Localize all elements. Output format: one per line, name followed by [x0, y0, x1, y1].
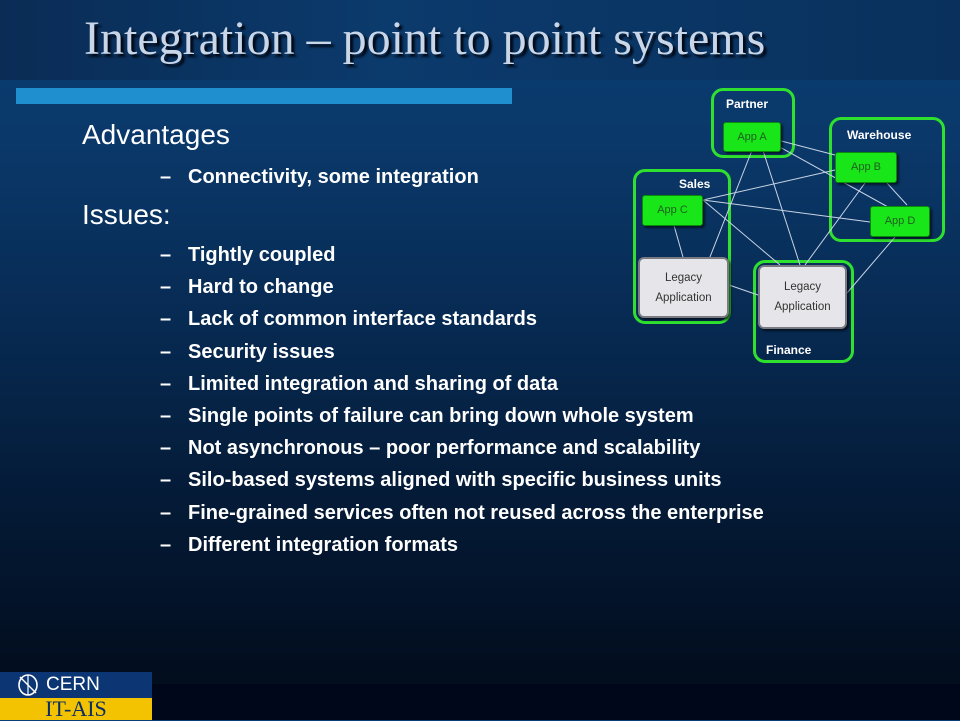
group-label-partner: Partner: [726, 97, 769, 111]
legacy-line-1: Legacy: [783, 281, 822, 293]
issue-item: –Fine-grained services often not reused …: [160, 498, 764, 530]
connector-c-legacy-finance: [702, 199, 781, 266]
legacy-application-finance: Legacy Application: [758, 265, 847, 329]
issue-text: Security issues: [188, 340, 335, 363]
title-band: [0, 0, 960, 80]
legacy-application-sales: Legacy Application: [638, 257, 729, 318]
bullet-dash: –: [160, 166, 172, 188]
app-c-box: App C: [642, 195, 703, 226]
issue-text: Different integration formats: [188, 533, 459, 556]
issue-text: Hard to change: [188, 276, 334, 299]
issue-item: –Tightly coupled: [160, 240, 764, 272]
issues-heading: Issues:: [82, 199, 171, 230]
bullet-dash: –: [160, 308, 172, 331]
issue-text: Fine-grained services often not reused a…: [188, 501, 764, 524]
legacy-line-1: Legacy: [664, 271, 703, 284]
connector-c-d: [702, 199, 871, 223]
advantages-heading: Advantages: [82, 119, 230, 150]
legacy-line-2: Application: [655, 291, 712, 304]
group-label-finance: Finance: [766, 343, 812, 357]
issue-item: –Silo-based systems aligned with specifi…: [160, 465, 764, 497]
bullet-dash: –: [160, 469, 172, 492]
issue-item: –Limited integration and sharing of data: [160, 369, 764, 401]
title-rule: [16, 88, 512, 104]
issue-text: Tightly coupled: [188, 244, 336, 266]
issue-text: Lack of common interface standards: [188, 308, 537, 331]
group-label-warehouse: Warehouse: [847, 128, 912, 142]
bullet-dash: –: [160, 437, 172, 460]
issue-text: Single points of failure can bring down …: [188, 404, 694, 427]
issue-item: –Different integration formats: [160, 530, 764, 562]
connector-b-legacy-finance: [804, 182, 866, 266]
connector-b-d: [886, 182, 908, 206]
cern-logo-icon: [18, 674, 38, 696]
connector-d-legacy-finance: [846, 236, 896, 294]
bullet-dash: –: [160, 372, 172, 395]
connector-legacy-sales-legacy-finance: [728, 284, 759, 296]
bullet-dash: –: [160, 404, 172, 427]
slide-title: Integration – point to point systems: [84, 12, 766, 65]
group-sales: [633, 169, 731, 324]
issue-item: –Hard to change: [160, 272, 764, 304]
it-ais-logo: IT-AIS: [0, 698, 152, 720]
cern-logo: CERN: [0, 672, 152, 698]
group-warehouse: [829, 117, 945, 242]
issue-item: –Single points of failure can bring down…: [160, 401, 764, 433]
it-ais-logo-text: IT-AIS: [45, 696, 107, 721]
integration-diagram: Partner Warehouse Sales Finance App A Ap…: [625, 85, 955, 370]
footer-bar: [0, 684, 960, 720]
issue-text: Not asynchronous – poor performance and …: [188, 437, 701, 460]
app-b-box: App B: [835, 152, 897, 183]
app-a-box: App A: [723, 122, 781, 152]
connector-c-legacy-sales: [672, 221, 684, 258]
connector-a-legacy-sales: [707, 134, 759, 263]
issue-item: –Lack of common interface standards: [160, 304, 764, 336]
issue-text: Silo-based systems aligned with specific…: [188, 469, 722, 492]
cern-logo-text: CERN: [46, 674, 100, 695]
bullet-dash: –: [160, 501, 172, 524]
connector-lines: [672, 134, 908, 296]
bullet-dash: –: [160, 276, 172, 299]
issue-item: –Not asynchronous – poor performance and…: [160, 433, 764, 465]
advantages-list: –Connectivity, some integration: [160, 162, 479, 194]
advantage-text: Connectivity, some integration: [188, 166, 479, 188]
issue-item: –Security issues: [160, 337, 764, 369]
group-finance: [753, 260, 854, 363]
legacy-line-2: Application: [774, 301, 831, 313]
connector-a-legacy-finance: [757, 134, 801, 266]
issues-list: –Tightly coupled –Hard to change –Lack o…: [160, 240, 764, 562]
issue-text: Limited integration and sharing of data: [188, 372, 559, 395]
connector-a-d: [757, 134, 898, 213]
bullet-dash: –: [160, 533, 172, 556]
app-d-box: App D: [870, 206, 930, 237]
bullet-dash: –: [160, 340, 172, 363]
bullet-dash: –: [160, 244, 172, 266]
group-partner: [711, 88, 795, 158]
advantage-item: –Connectivity, some integration: [160, 162, 479, 194]
group-label-sales: Sales: [679, 177, 711, 191]
connector-c-b: [702, 169, 836, 201]
